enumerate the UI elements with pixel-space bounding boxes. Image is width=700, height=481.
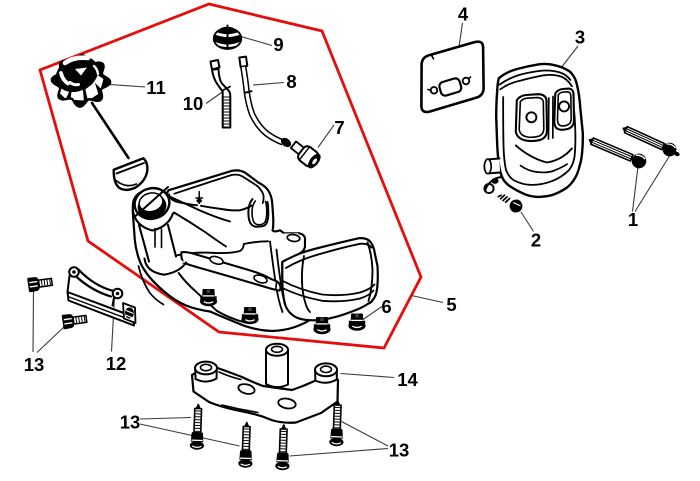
svg-text:3: 3 bbox=[575, 27, 585, 48]
svg-text:12: 12 bbox=[106, 353, 127, 374]
svg-text:13: 13 bbox=[24, 354, 45, 375]
svg-text:1: 1 bbox=[628, 209, 638, 230]
svg-text:14: 14 bbox=[397, 369, 418, 390]
svg-text:6: 6 bbox=[381, 296, 391, 317]
svg-text:10: 10 bbox=[183, 93, 204, 114]
svg-text:13: 13 bbox=[389, 440, 410, 461]
svg-text:2: 2 bbox=[531, 230, 541, 251]
svg-text:7: 7 bbox=[334, 117, 344, 138]
svg-text:9: 9 bbox=[273, 34, 283, 55]
svg-text:11: 11 bbox=[146, 77, 166, 98]
svg-text:4: 4 bbox=[458, 4, 469, 25]
svg-text:8: 8 bbox=[286, 71, 296, 92]
svg-text:13: 13 bbox=[120, 412, 141, 433]
svg-text:5: 5 bbox=[446, 294, 456, 315]
